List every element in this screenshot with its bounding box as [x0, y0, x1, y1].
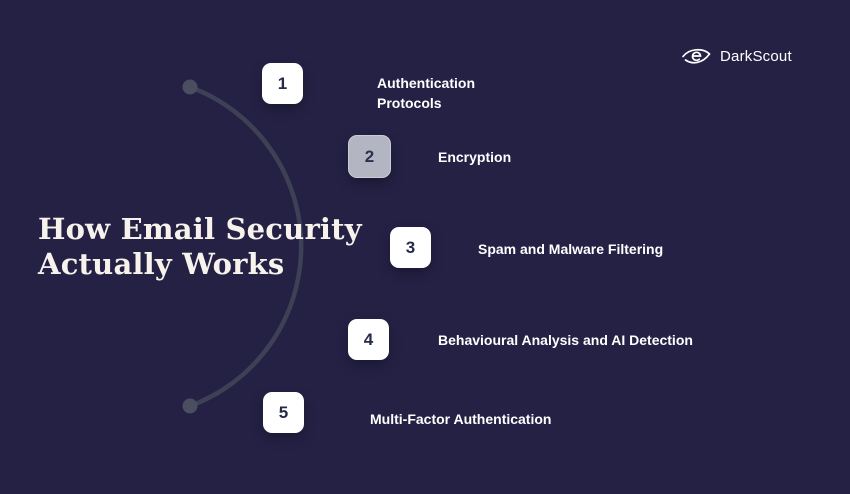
step-4-number-box: 4 [348, 319, 389, 360]
step-2-number-box: 2 [348, 135, 391, 178]
eye-swoosh-icon [680, 44, 712, 68]
step-4-label: Behavioural Analysis and AI Detection [438, 332, 693, 348]
step-2-number: 2 [364, 146, 375, 166]
step-3-number-box: 3 [390, 227, 431, 268]
brand-name: DarkScout [720, 47, 792, 65]
step-1-number: 1 [277, 73, 288, 93]
step-5-label: Multi-Factor Authentication [370, 411, 552, 427]
arc-end-dot [182, 398, 198, 414]
brand-logo: DarkScout [680, 44, 792, 68]
page-title-line-1: How Email Security [38, 212, 362, 246]
step-3-label: Spam and Malware Filtering [478, 241, 664, 257]
page-title-line-2: Actually Works [38, 247, 285, 281]
step-5-number-box: 5 [263, 392, 304, 433]
step-4-number: 4 [363, 329, 374, 349]
step-2-label: Encryption [438, 149, 512, 165]
step-1-number-box: 1 [262, 63, 303, 104]
step-3-number: 3 [405, 237, 416, 257]
arc-path [187, 84, 304, 409]
step-1-label: Authentication Protocols [377, 75, 475, 111]
step-5-number: 5 [278, 402, 289, 422]
page-title: How Email Security Actually Works [38, 212, 362, 282]
arc-start-dot [182, 79, 198, 95]
